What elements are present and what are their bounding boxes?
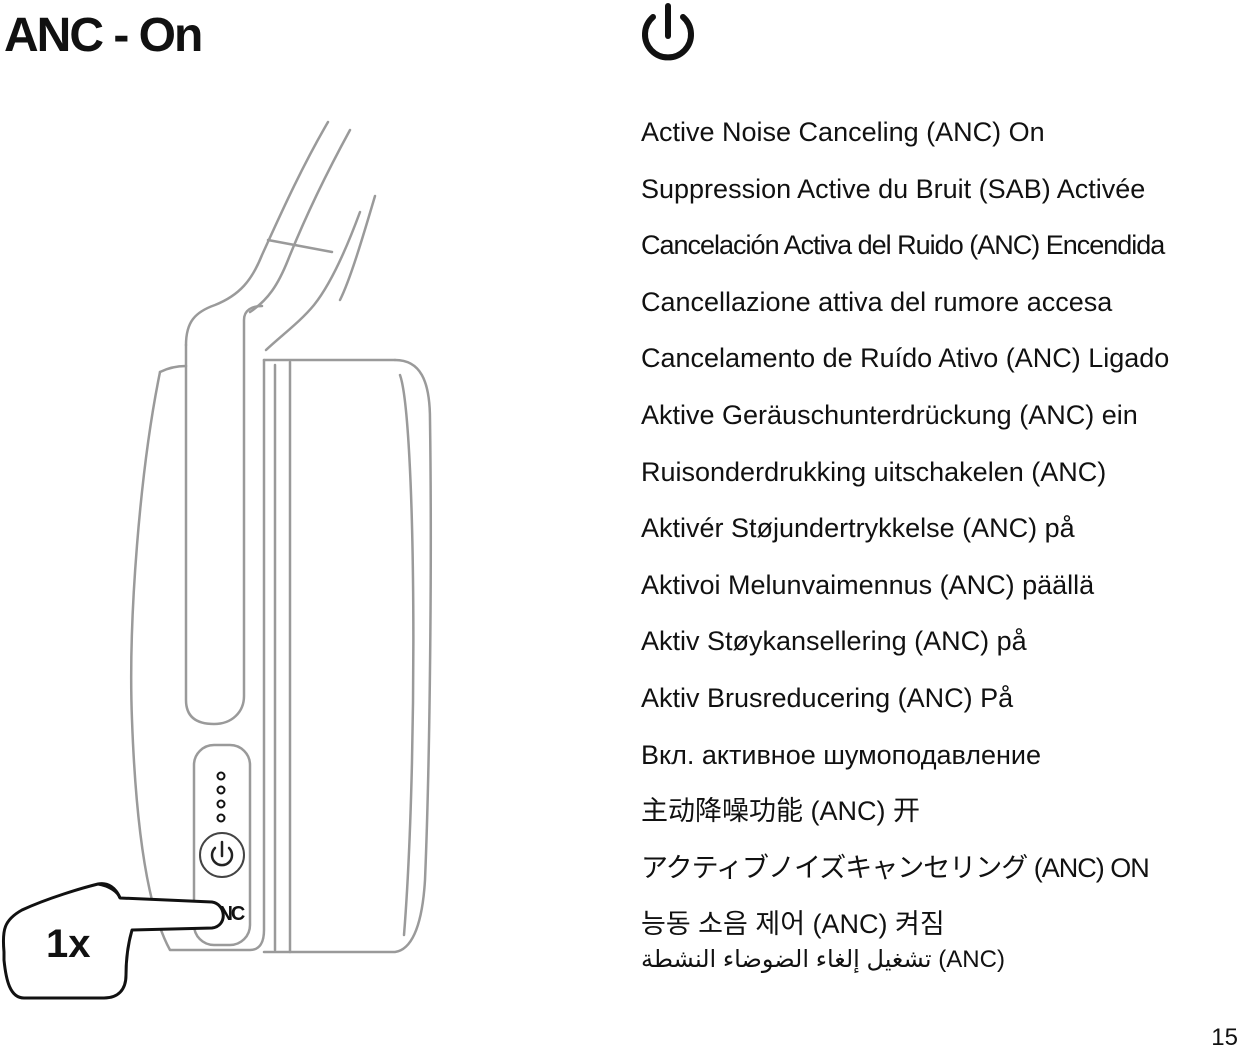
headband-stripe-a [266,238,334,254]
translation-norwegian: Aktiv Støykansellering (ANC) på [641,626,1027,657]
headband-outer [184,120,330,347]
power-icon [210,840,234,867]
indicator-dot [216,771,226,781]
indicator-dot [216,799,226,809]
translation-italian: Cancellazione attiva del rumore accesa [641,286,1113,317]
headband-slider [184,304,264,726]
translation-german: Aktive Geräuschunterdrückung (ANC) ein [641,399,1138,430]
indicator-dot [216,785,226,795]
translation-russian: Вкл. активное шумоподавление [641,739,1042,770]
headband-stripe-c [338,194,377,302]
translation-english: Active Noise Canceling (ANC) On [641,117,1045,147]
translation-finnish: Aktivoi Melunvaimennus (ANC) päällä [641,569,1095,600]
power-icon [642,3,694,61]
translation-danish: Aktivér Støjundertrykkelse (ANC) på [641,513,1075,544]
device-power-button[interactable] [199,832,245,878]
page-title: ANC - On [4,9,203,62]
indicator-lights [216,771,226,823]
translation-chinese: 主动降噪功能 (ANC) 开 [641,796,920,827]
indicator-dot [216,813,226,823]
page-number: 15 [1211,1024,1238,1051]
earcup-cushion [262,358,433,954]
translation-arabic: تشغيل إلغاء الضوضاء النشطة (ANC) [641,945,1005,973]
earcup-cushion-inner [398,373,415,937]
press-count-label: 1x [46,922,91,966]
headband-inner [248,128,352,314]
earcup-outer [130,358,266,952]
translation-portuguese: Cancelamento de Ruído Ativo (ANC) Ligado [641,343,1170,374]
earcup-left-bevel [158,364,188,374]
headband-stripe-b [264,210,362,352]
translation-japanese: アクティブノイズキャンセリング (ANC) ON [641,852,1150,883]
translation-spanish: Cancelación Activa del Ruido (ANC) Encen… [641,230,1165,261]
translation-swedish: Aktiv Brusreducering (ANC) På [641,682,1014,713]
control-panel [192,743,252,947]
headphone-illustration: ANC 1x [1,120,433,1000]
translation-french: Suppression Active du Bruit (SAB) Activé… [641,173,1146,204]
translation-korean: 능동 소음 제어 (ANC) 켜짐 [641,909,945,940]
translation-dutch: Ruisonderdrukking uitschakelen (ANC) [641,456,1107,487]
pointing-hand-icon [1,882,225,1000]
translation-list: Active Noise Canceling (ANC) On Suppress… [641,104,1241,977]
